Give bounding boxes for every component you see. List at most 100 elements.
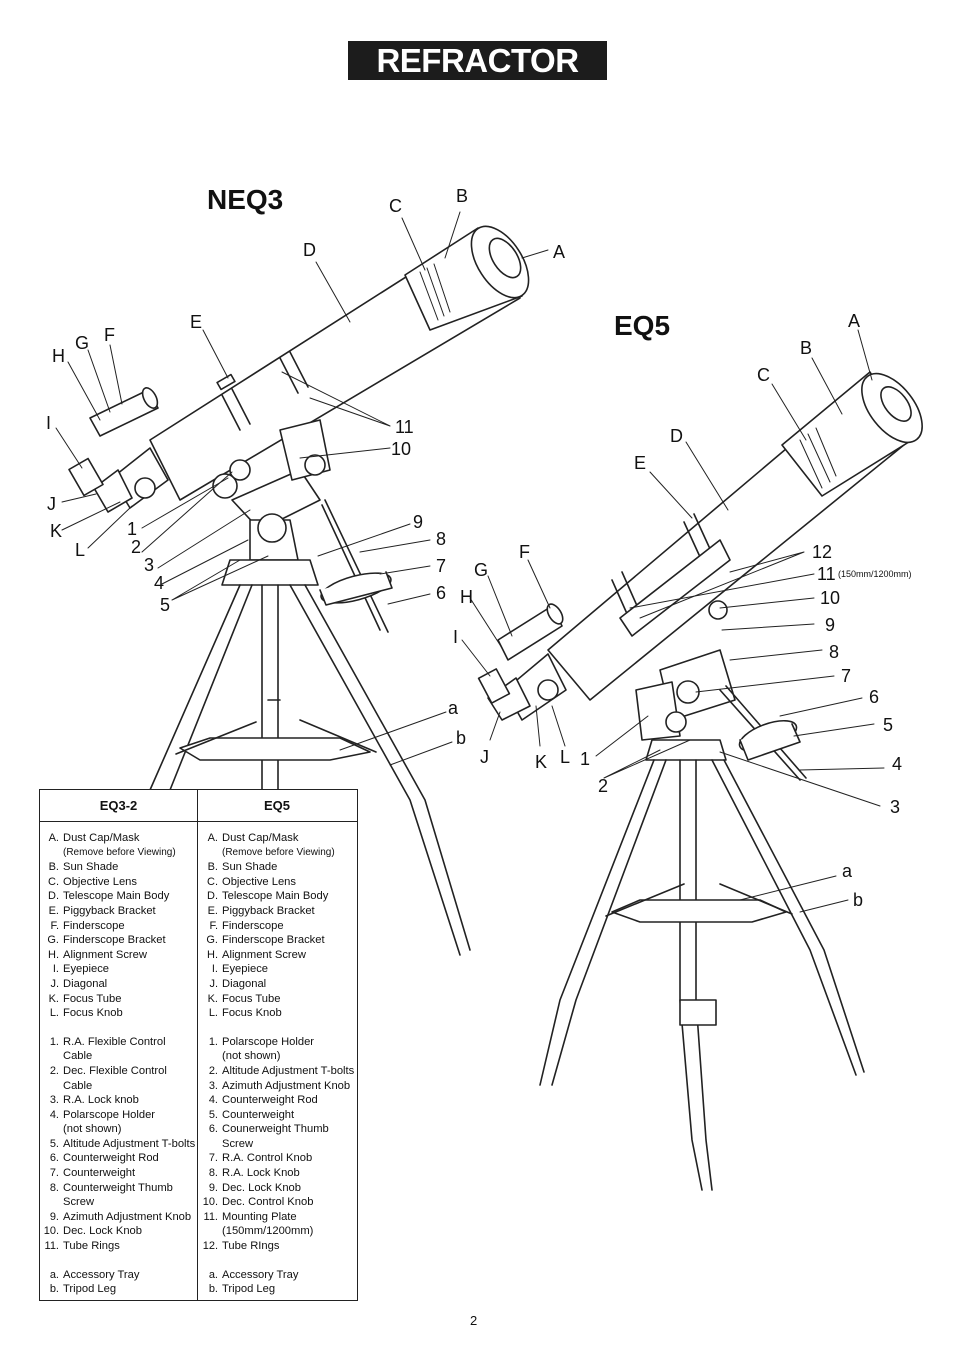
legend-item-text: Counterweight	[63, 1167, 136, 1180]
legend-item: 12.Tube RIngs	[201, 1239, 357, 1254]
legend-col2: A.Dust Cap/Mask(Remove before Viewing)B.…	[201, 831, 357, 1297]
legend-item-text: Counterweight	[222, 1108, 295, 1121]
legend-item: 7.R.A. Control Knob	[201, 1151, 357, 1166]
eq5-callout-e: E	[634, 453, 647, 473]
legend-item-key: 8.	[208, 1167, 218, 1180]
neq3-callout-4: 4	[154, 573, 165, 593]
eq5-callout-b-leg: b	[853, 890, 864, 910]
legend-item-key: 10.	[43, 1225, 59, 1238]
legend-item-key: 7.	[49, 1167, 59, 1180]
legend-item-key: 6.	[208, 1123, 218, 1136]
eq5-callout-8: 8	[829, 642, 840, 662]
eq5-callout-11-note: (150mm/1200mm)	[838, 569, 912, 579]
legend-item-text: Counterweight Rod	[222, 1094, 318, 1107]
legend-item-text: Tube RIngs	[222, 1240, 280, 1253]
eq5-callout-10: 10	[820, 588, 841, 608]
legend-item-key: K.	[48, 992, 59, 1005]
eq5-illustration	[461, 329, 923, 1191]
neq3-callout-g: G	[75, 333, 90, 353]
legend-item-key: 6.	[49, 1152, 59, 1165]
eq5-callout-12: 12	[812, 542, 833, 562]
eq5-callout-j: J	[480, 747, 489, 767]
neq3-callout-k: K	[50, 521, 63, 541]
legend-gap	[201, 1254, 357, 1268]
legend-item-subtext: (Remove before Viewing)	[63, 846, 176, 858]
neq3-callout-11: 11	[395, 417, 414, 437]
eq5-callout-d: D	[670, 426, 683, 446]
neq3-callout-d: D	[303, 240, 316, 260]
legend-item: K.Focus Tube	[201, 992, 357, 1007]
legend-item-text: Alignment Screw	[63, 948, 147, 961]
legend-item-key: 4.	[49, 1108, 59, 1121]
eq5-title: EQ5	[614, 310, 671, 341]
legend-item: H.Alignment Screw	[42, 948, 196, 963]
legend-item-text: Sun Shade	[222, 861, 278, 874]
neq3-callout-a-tray: a	[448, 698, 459, 718]
page-title: REFRACTOR	[376, 42, 579, 79]
legend-item: D.Telescope Main Body	[42, 889, 196, 904]
legend-item-text: Azimuth Adjustment Knob	[222, 1079, 351, 1092]
legend-item-key: 11.	[203, 1210, 218, 1223]
legend-item-text: Tripod Leg	[222, 1283, 276, 1296]
legend-item: 1.Polarscope Holder(not shown)	[201, 1035, 357, 1064]
neq3-callout-3: 3	[144, 555, 155, 575]
legend-item-text: Polarscope Holder	[63, 1108, 156, 1121]
legend-item-key: 2.	[49, 1064, 59, 1077]
legend-item-key: E.	[207, 904, 218, 917]
legend-item-key: F.	[209, 919, 218, 932]
legend-item-key: 11.	[44, 1240, 59, 1253]
neq3-title: NEQ3	[207, 184, 284, 215]
legend-item: 3.R.A. Lock knob	[42, 1093, 196, 1108]
legend-item-key: D.	[48, 890, 59, 903]
legend-item-text: Diagonal	[222, 977, 267, 990]
eq5-callout-f: F	[519, 542, 530, 562]
neq3-callout-8: 8	[436, 529, 447, 549]
legend-item: 6.Counterweight Rod	[42, 1151, 196, 1166]
neq3-callout-f: F	[104, 325, 115, 345]
legend-item-key: I.	[211, 963, 218, 976]
legend-item-key: 3.	[49, 1094, 59, 1107]
legend-item-key: G.	[47, 934, 59, 947]
legend-item: 5.Altitude Adjustment T-bolts	[42, 1137, 196, 1152]
legend-item: 11.Mounting Plate(150mm/1200mm)	[201, 1210, 357, 1239]
eq5-callout-11: 11	[817, 564, 836, 584]
legend-item-text: Dust Cap/Mask	[222, 832, 299, 844]
neq3-callout-b-leg: b	[456, 728, 467, 748]
legend-item-text: Objective Lens	[63, 875, 138, 888]
legend-item: 8.R.A. Lock Knob	[201, 1166, 357, 1181]
legend-item-text: Finderscope	[222, 919, 284, 932]
legend-item-key: b.	[208, 1283, 218, 1296]
legend-item-text: Counterweight Thumb	[63, 1181, 173, 1194]
legend-item: 10.Dec. Control Knob	[201, 1195, 357, 1210]
legend-header-divider	[40, 821, 357, 822]
legend-item-text: Objective Lens	[222, 875, 297, 888]
legend-item: F. Finderscope	[201, 919, 357, 934]
legend-item-text: Finderscope	[63, 919, 125, 932]
legend-item: b.Tripod Leg	[42, 1282, 196, 1297]
neq3-callout-10: 10	[391, 439, 412, 459]
legend-item-subtext: Screw	[63, 1196, 95, 1209]
legend-item-text: Piggyback Bracket	[222, 904, 315, 917]
neq3-callout-9: 9	[413, 512, 424, 532]
legend-item-key: I.	[52, 963, 59, 976]
legend-item-key: 1.	[49, 1035, 59, 1048]
legend-item: C.Objective Lens	[201, 875, 357, 890]
legend-item: B.Sun Shade	[201, 860, 357, 875]
legend-item-key: 7.	[208, 1152, 218, 1165]
legend-item-subtext: (not shown)	[222, 1050, 281, 1063]
legend-item: b. Tripod Leg	[201, 1282, 357, 1297]
legend-item-key: 5.	[49, 1137, 59, 1150]
legend-item-text: Altitude Adjustment T-bolts	[222, 1064, 355, 1077]
eq5-callout-b: B	[800, 338, 813, 358]
legend-item-text: Telescope Main Body	[222, 890, 329, 903]
legend-item: 9.Azimuth Adjustment Knob	[42, 1210, 196, 1225]
legend-item-text: Alignment Screw	[222, 948, 306, 961]
neq3-callout-b: B	[456, 186, 469, 206]
legend-item: F.Finderscope	[42, 919, 196, 934]
eq5-callout-6: 6	[869, 687, 880, 707]
legend-item-text: Focus Knob	[63, 1007, 123, 1020]
legend-item-key: K.	[207, 992, 218, 1005]
legend-item: 10.Dec. Lock Knob	[42, 1224, 196, 1239]
eq5-callout-7: 7	[841, 666, 852, 686]
